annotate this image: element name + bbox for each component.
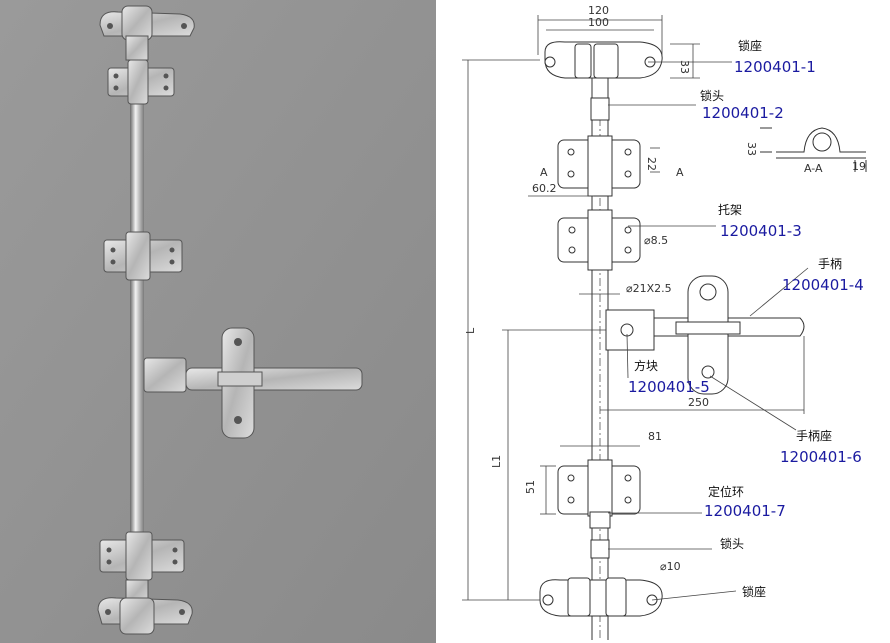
- drawing-bracket-3: [557, 209, 641, 271]
- technical-drawing: 120 100 33 22 A A 60.2 ⌀8.5 ⌀21X2.5 250 …: [436, 0, 890, 643]
- dim-21x2-5: ⌀21X2.5: [626, 282, 672, 295]
- dim-60-2: 60.2: [532, 182, 557, 195]
- product-photo: [0, 0, 436, 643]
- photo-bracket-1: [107, 59, 175, 105]
- photo-bottom-lock-seat: [97, 579, 193, 635]
- drawing-lower-ring-head: [589, 511, 611, 559]
- section-title-aa: A-A: [804, 162, 823, 175]
- dim-250: 250: [688, 396, 709, 409]
- photo-rod: [130, 40, 144, 600]
- dim-51: 51: [524, 480, 537, 494]
- dim-L: L: [464, 327, 477, 334]
- dim-L1: L1: [490, 455, 503, 468]
- dim-33: 33: [678, 60, 691, 74]
- part-label-7: 定位环: [708, 484, 744, 499]
- section-dim-19: 19: [852, 160, 866, 173]
- drawing-lock-head-top: [590, 97, 610, 121]
- section-dim-33: 33: [745, 142, 758, 156]
- dimension-lines: [462, 15, 805, 601]
- part-label-4: 手柄: [818, 257, 842, 271]
- dim-81: 81: [648, 430, 662, 443]
- part-code-1: 1200401-1: [734, 58, 816, 76]
- drawing-section-aa: [760, 127, 867, 172]
- photo-handle-assembly: [143, 327, 363, 439]
- part-label-5: 方块: [634, 358, 658, 373]
- drawing-top-lock-seat: [544, 41, 663, 99]
- dim-8-5: ⌀8.5: [644, 234, 668, 247]
- photo-top-lock-seat: [99, 5, 195, 61]
- photo-background: [0, 0, 436, 643]
- drawing-bracket-lower: [557, 459, 641, 517]
- section-mark-left: A: [540, 166, 548, 179]
- dim-22: 22: [645, 157, 658, 171]
- part-label-8: 锁头: [720, 536, 744, 551]
- dim-10: ⌀10: [660, 560, 681, 573]
- part-code-5: 1200401-5: [628, 378, 710, 396]
- part-code-4: 1200401-4: [782, 276, 864, 294]
- dim-120: 120: [588, 4, 609, 17]
- part-code-6: 1200401-6: [780, 448, 862, 466]
- drawing-bottom-lock-seat: [539, 577, 663, 617]
- dim-100: 100: [588, 16, 609, 29]
- part-code-7: 1200401-7: [704, 502, 786, 520]
- part-label-6: 手柄座: [796, 428, 832, 443]
- part-code-2: 1200401-2: [702, 104, 784, 122]
- part-label-3: 托架: [718, 203, 742, 217]
- drawing-bracket-a: [557, 135, 641, 197]
- leader-lines: [608, 61, 809, 601]
- part-label-1: 锁座: [738, 38, 762, 53]
- drawing-handle-assembly: [605, 275, 805, 395]
- part-label-2: 锁头: [700, 88, 724, 103]
- photo-bracket-3: [99, 531, 185, 581]
- photo-bracket-2: [103, 231, 183, 281]
- section-mark-right: A: [676, 166, 684, 179]
- part-label-9: 锁座: [742, 584, 766, 599]
- part-code-3: 1200401-3: [720, 222, 802, 240]
